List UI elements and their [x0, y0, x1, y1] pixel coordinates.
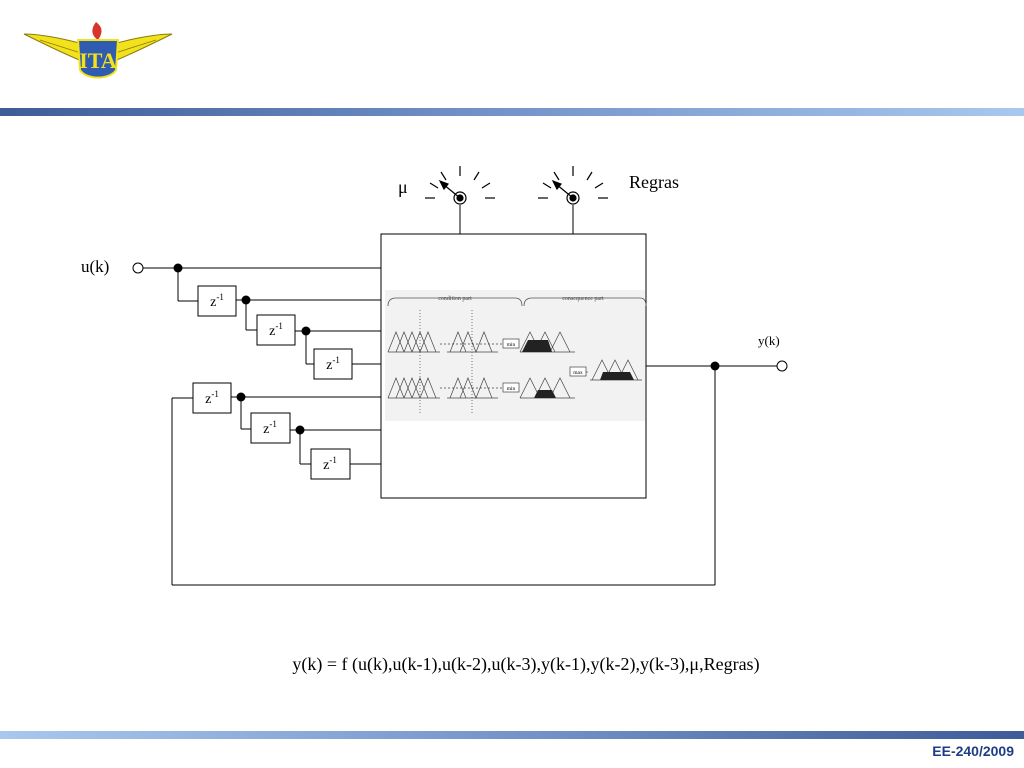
delay-block: z-1 — [250, 412, 291, 444]
input-terminal — [132, 262, 144, 274]
condition-part-label: condition part — [438, 296, 472, 302]
mu-label: μ — [398, 177, 408, 197]
min-operator-label: min — [507, 342, 516, 348]
output-label: y(k) — [758, 333, 780, 348]
delay-block: z-1 — [313, 348, 353, 380]
mu-dial-icon — [425, 166, 495, 205]
junction-dot — [241, 295, 251, 305]
course-code: EE-240/2009 — [932, 743, 1014, 759]
delay-block: z-1 — [256, 314, 296, 346]
rules-dial-icon — [538, 166, 608, 205]
svg-text:z-1: z-1 — [210, 292, 224, 310]
output-terminal — [776, 360, 788, 372]
fuzzy-inference-figure: condition part consequence part — [385, 290, 647, 421]
svg-text:z-1: z-1 — [205, 389, 219, 407]
logo-badge-icon — [76, 39, 120, 79]
logo-text: ITA — [79, 48, 117, 73]
logo-torch-icon — [92, 22, 102, 40]
delay-block: z-1 — [310, 448, 351, 480]
junction-dot — [301, 326, 311, 336]
rules-label: Regras — [629, 172, 679, 192]
input-label: u(k) — [81, 257, 109, 276]
svg-text:z-1: z-1 — [263, 419, 277, 437]
logo-right-wing-icon — [105, 33, 173, 63]
max-operator-label: max — [573, 370, 583, 376]
ita-logo: ITA — [23, 22, 173, 79]
logo-left-wing-icon — [23, 33, 91, 63]
delay-block: z-1 — [197, 285, 237, 317]
junction-dot — [173, 263, 183, 273]
min-operator-label: min — [507, 386, 516, 392]
junction-dot — [710, 361, 720, 371]
delay-block: z-1 — [192, 382, 232, 414]
svg-text:z-1: z-1 — [269, 321, 283, 339]
junction-dot — [295, 425, 305, 435]
header-divider-bar — [0, 108, 1024, 116]
svg-text:z-1: z-1 — [326, 355, 340, 373]
svg-text:z-1: z-1 — [323, 455, 337, 473]
footer-divider-bar — [0, 731, 1024, 739]
junction-dot — [236, 392, 246, 402]
consequence-part-label: consequence part — [562, 296, 604, 302]
system-equation: y(k) = f (u(k),u(k-1),u(k-2),u(k-3),y(k-… — [292, 654, 759, 675]
